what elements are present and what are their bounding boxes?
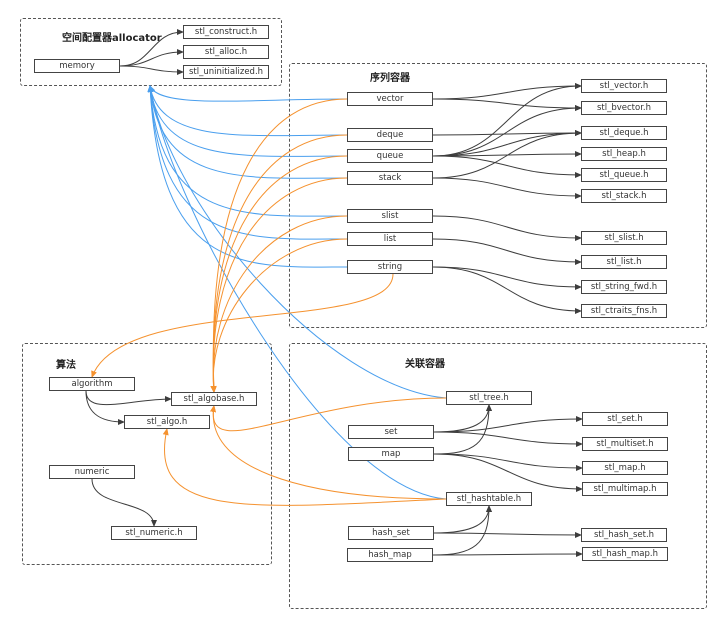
node-queue[interactable]: queue (347, 149, 433, 163)
group-title-sequence-containers: 序列容器 (370, 73, 410, 84)
group-title-associative-containers: 关联容器 (405, 359, 445, 370)
node-stl-stack[interactable]: stl_stack.h (581, 189, 667, 203)
node-hash-set[interactable]: hash_set (348, 526, 434, 540)
node-hash-map[interactable]: hash_map (347, 548, 433, 562)
node-list[interactable]: list (347, 232, 433, 246)
node-stl-uninitialized[interactable]: stl_uninitialized.h (183, 65, 269, 79)
node-stl-slist[interactable]: stl_slist.h (581, 231, 667, 245)
node-stl-hash-map[interactable]: stl_hash_map.h (582, 547, 668, 561)
node-stl-multimap[interactable]: stl_multimap.h (582, 482, 668, 496)
node-stl-construct[interactable]: stl_construct.h (183, 25, 269, 39)
node-vector[interactable]: vector (347, 92, 433, 106)
node-stl-alloc[interactable]: stl_alloc.h (183, 45, 269, 59)
node-stl-deque[interactable]: stl_deque.h (581, 126, 667, 140)
group-associative-containers (289, 343, 707, 609)
node-stl-queue[interactable]: stl_queue.h (581, 168, 667, 182)
node-stl-map[interactable]: stl_map.h (582, 461, 668, 475)
node-numeric[interactable]: numeric (49, 465, 135, 479)
node-stl-numeric[interactable]: stl_numeric.h (111, 526, 197, 540)
node-deque[interactable]: deque (347, 128, 433, 142)
group-title-allocator: 空间配置器allocator (62, 33, 162, 44)
node-stl-hash-set[interactable]: stl_hash_set.h (581, 528, 667, 542)
node-stl-tree[interactable]: stl_tree.h (446, 391, 532, 405)
node-stl-algo[interactable]: stl_algo.h (124, 415, 210, 429)
node-stl-heap[interactable]: stl_heap.h (581, 147, 667, 161)
node-slist[interactable]: slist (347, 209, 433, 223)
node-stl-set[interactable]: stl_set.h (582, 412, 668, 426)
node-set[interactable]: set (348, 425, 434, 439)
node-stl-string-fwd[interactable]: stl_string_fwd.h (581, 280, 667, 294)
group-title-algorithm: 算法 (56, 360, 76, 371)
node-algorithm[interactable]: algorithm (49, 377, 135, 391)
node-stl-vector[interactable]: stl_vector.h (581, 79, 667, 93)
node-memory[interactable]: memory (34, 59, 120, 73)
node-stl-bvector[interactable]: stl_bvector.h (581, 101, 667, 115)
node-stl-hashtable[interactable]: stl_hashtable.h (446, 492, 532, 506)
node-stl-algobase[interactable]: stl_algobase.h (171, 392, 257, 406)
node-stack[interactable]: stack (347, 171, 433, 185)
node-string[interactable]: string (347, 260, 433, 274)
node-stl-multiset[interactable]: stl_multiset.h (582, 437, 668, 451)
node-stl-ctraits-fns[interactable]: stl_ctraits_fns.h (581, 304, 667, 318)
node-stl-list[interactable]: stl_list.h (581, 255, 667, 269)
node-map[interactable]: map (348, 447, 434, 461)
